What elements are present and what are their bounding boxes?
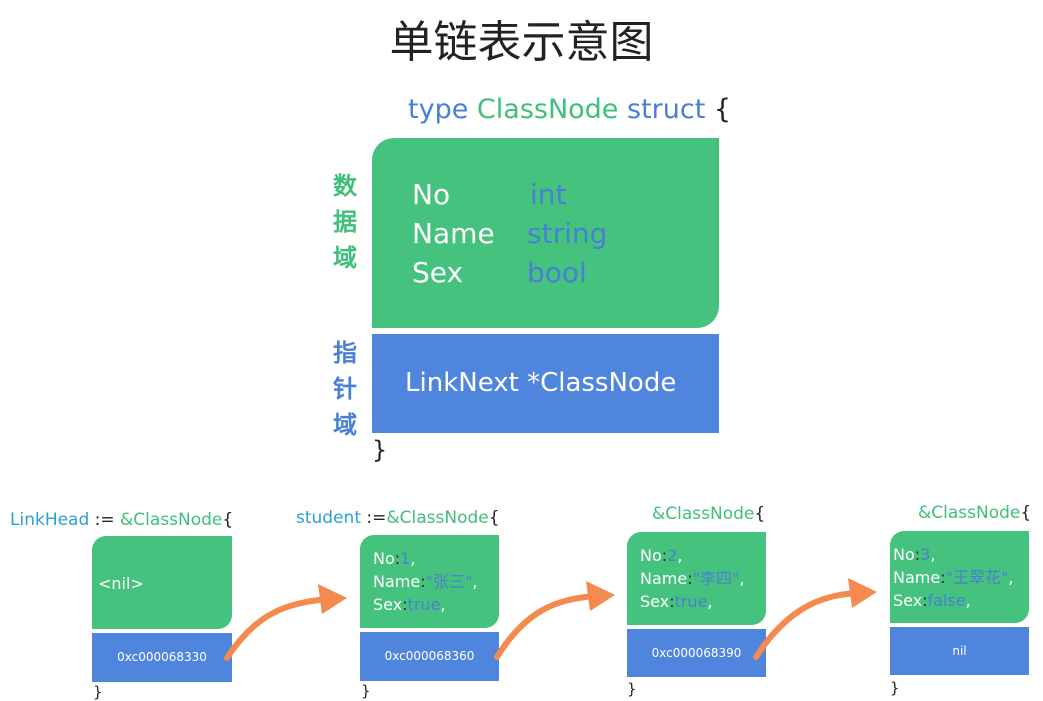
node-field-row: No:3, (893, 545, 936, 564)
struct-close-brace: } (372, 436, 388, 464)
node-pointer-box: 0xc000068390 (627, 629, 766, 677)
node-pointer-box: nil (890, 627, 1029, 675)
node-fields: No:2, Name:"李四", Sex:true, (640, 544, 744, 613)
pointer-field-box (372, 334, 719, 433)
node-header: &ClassNode{ (652, 504, 765, 524)
node-field-row: Name:"王翠花", (893, 568, 1014, 587)
node-field-row: No:2, (640, 546, 683, 565)
node-header: student :=&ClassNode{ (296, 508, 500, 528)
node-header: LinkHead := &ClassNode{ (10, 510, 233, 530)
keyword-struct: struct (627, 94, 706, 125)
data-field-label: 数 据 域 (330, 168, 360, 276)
node-fields: No:3, Name:"王翠花", Sex:false, (893, 543, 1013, 612)
struct-header: type ClassNode struct { (408, 94, 731, 125)
node-assign: := (361, 508, 387, 528)
field-type: bool (527, 256, 587, 289)
node-ctor: &ClassNode (386, 508, 489, 528)
link-arrow-curve (494, 593, 601, 660)
node-close-brace: } (361, 682, 371, 700)
node-open-brace: { (754, 504, 766, 524)
data-label-char: 域 (333, 244, 357, 272)
node-field-row: No:1, (373, 549, 416, 568)
pointer-label-char: 域 (333, 411, 357, 439)
field-type: int (530, 178, 567, 211)
link-arrow-curve (224, 596, 333, 661)
node-close-brace: } (627, 680, 637, 698)
node-field-row: Name:"张三", (373, 572, 478, 591)
link-arrowhead (848, 578, 877, 608)
pointer-label-char: 指 (333, 339, 357, 367)
pointer-field-text: LinkNext *ClassNode (405, 368, 677, 398)
node-ctor: &ClassNode (918, 503, 1021, 523)
node-field-row: Sex:true, (373, 595, 446, 614)
link-arrow-curve (753, 590, 863, 660)
field-name: No (412, 178, 451, 211)
field-name: Name (412, 217, 495, 250)
node-pointer-box: 0xc000068360 (360, 632, 499, 681)
node-open-brace: { (222, 510, 234, 530)
struct-name: ClassNode (476, 94, 619, 125)
node-open-brace: { (488, 508, 500, 528)
node-data-box (627, 532, 766, 625)
node-ctor: &ClassNode (120, 510, 223, 530)
data-field-box (372, 138, 719, 328)
diagram-title: 单链表示意图 (389, 17, 654, 68)
node-open-brace: { (1020, 503, 1032, 523)
node-var-name: LinkHead (10, 510, 90, 530)
node-data-box (360, 535, 499, 628)
node-close-brace: } (93, 683, 103, 701)
node-var-name: student (296, 508, 361, 528)
field-type: string (527, 217, 608, 250)
node-field-row: Name:"李四", (640, 569, 745, 588)
link-arrowhead (586, 581, 615, 611)
struct-open-brace: { (713, 94, 732, 125)
field-name: Sex (412, 256, 464, 289)
pointer-field-label: 指 针 域 (330, 335, 360, 443)
node-ctor: &ClassNode (652, 504, 755, 524)
node-close-brace: } (890, 679, 900, 697)
node-field-row: Sex:false, (893, 591, 971, 610)
data-label-char: 数 (333, 172, 357, 200)
keyword-type: type (408, 94, 469, 125)
node-header: &ClassNode{ (918, 503, 1031, 523)
node-assign: := (89, 510, 121, 530)
node-data-box (890, 531, 1029, 623)
node-field-row: Sex:true, (640, 592, 713, 611)
node-fields: No:1, Name:"张三", Sex:true, (373, 547, 477, 616)
data-label-char: 据 (333, 208, 357, 236)
pointer-label-char: 针 (333, 375, 357, 403)
node-data-box (92, 536, 232, 629)
link-arrowhead (318, 584, 347, 614)
node-nil-value: <nil> (98, 574, 144, 593)
node-pointer-box: 0xc000068330 (92, 633, 232, 682)
